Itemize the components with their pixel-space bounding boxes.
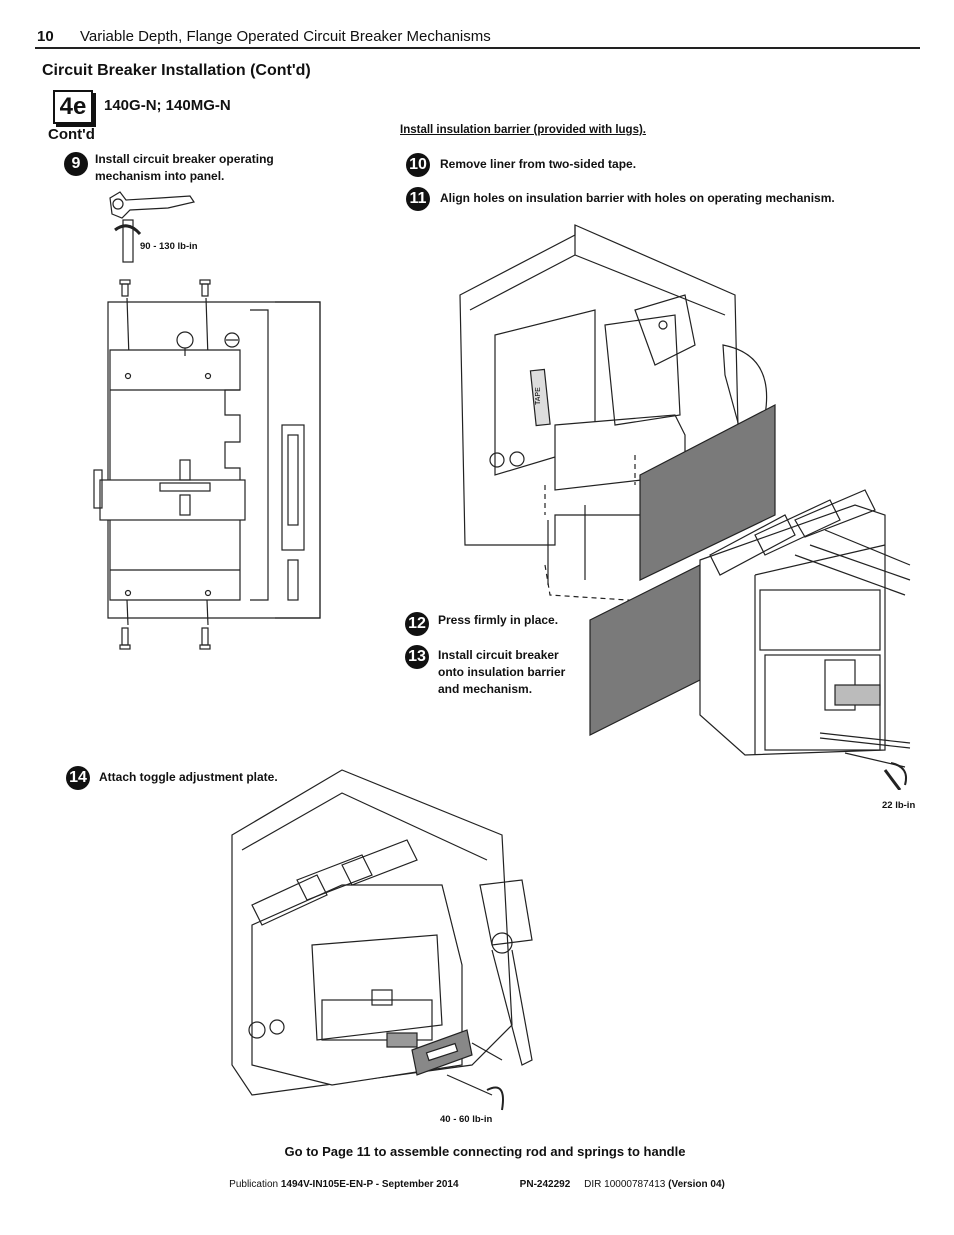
mechanism-panel-illustration — [93, 191, 321, 650]
step-11-badge: 11 — [406, 187, 430, 211]
header-rule — [35, 47, 920, 49]
step-12-text: Press firmly in place. — [438, 613, 559, 627]
step-13-line2: onto insulation barrier — [438, 665, 566, 679]
torque-label-2: 22 lb-in — [882, 800, 916, 811]
step-10-badge: 10 — [406, 153, 430, 177]
step-13-badge: 13 — [405, 645, 429, 669]
step-9-text: Install circuit breaker operating mechan… — [95, 151, 274, 185]
step-13-text: Install circuit breaker onto insulation … — [438, 647, 565, 698]
step-14-badge: 14 — [66, 766, 90, 790]
goto-instruction: Go to Page 11 to assemble connecting rod… — [284, 1144, 686, 1159]
footer-prefix: Publication — [229, 1179, 279, 1190]
footer: Publication 1494V-IN105E-EN-P - Septembe… — [0, 1179, 954, 1190]
insulation-barrier-illustration: TAPE — [459, 224, 911, 790]
contd-label: Cont'd — [48, 126, 95, 143]
step-14-text: Attach toggle adjustment plate. — [99, 770, 278, 784]
step-12-badge: 12 — [405, 612, 429, 636]
step-9-line2: mechanism into panel. — [95, 169, 225, 183]
page-number: 10 — [37, 28, 54, 45]
step-9-line1: Install circuit breaker operating — [95, 152, 274, 166]
step-13-line1: Install circuit breaker — [438, 648, 559, 662]
torque-label-3: 40 - 60 lb-in — [440, 1114, 493, 1125]
step-box: 4e — [53, 90, 93, 124]
torque-label-1: 90 - 130 lb-in — [140, 241, 198, 252]
step-10-text: Remove liner from two-sided tape. — [440, 157, 637, 171]
section-title: Circuit Breaker Installation (Cont'd) — [42, 62, 311, 79]
toggle-plate-illustration — [231, 769, 533, 1111]
step-13-line3: and mechanism. — [438, 682, 533, 696]
footer-version: (Version 04) — [668, 1179, 725, 1190]
tape-label: TAPE — [535, 387, 542, 405]
step-9-badge: 9 — [64, 152, 88, 176]
barrier-note: Install insulation barrier (provided wit… — [400, 124, 646, 136]
footer-dir: DIR 10000787413 — [584, 1179, 666, 1190]
header-title: Variable Depth, Flange Operated Circuit … — [80, 28, 491, 45]
model-label: 140G-N; 140MG-N — [104, 97, 231, 114]
footer-pn: PN-242292 — [519, 1179, 571, 1190]
step-11-text: Align holes on insulation barrier with h… — [440, 191, 835, 205]
footer-publication: 1494V-IN105E-EN-P - September 2014 — [280, 1179, 459, 1190]
